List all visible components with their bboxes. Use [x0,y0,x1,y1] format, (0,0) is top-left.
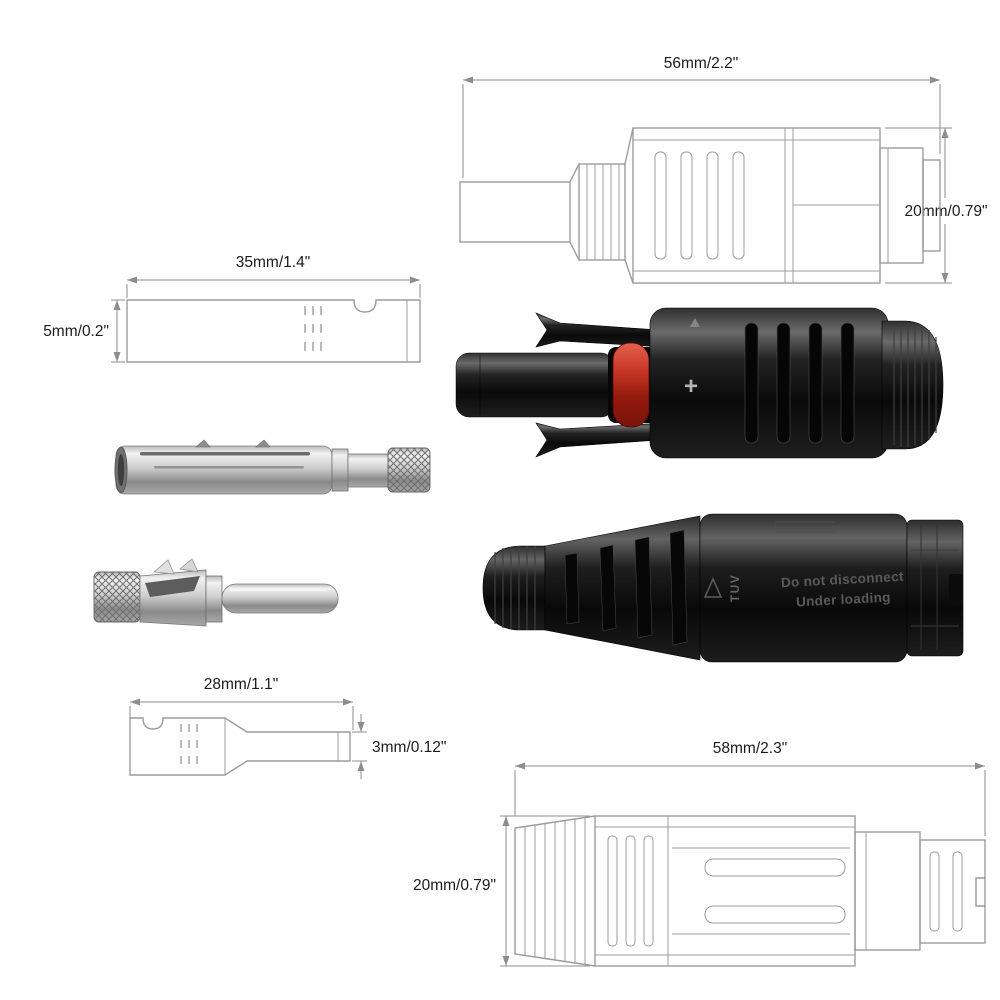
dimension-height-5mm: 5mm/0.2" [43,299,125,363]
figure-connector-bottom-drawing: 58mm/2.3" 20mm/0.79" [410,728,1000,990]
arrow-marking [690,318,700,327]
dimension-length-56mm: 56mm/2.2" [462,55,941,178]
cert-triangle-marking [703,577,723,598]
dimension-label-length: 58mm/2.3" [713,740,787,757]
dimension-length-35mm: 35mm/1.4" [126,254,421,298]
dimension-label-length: 56mm/2.2" [664,55,738,72]
connector-top-drawing-svg: 56mm/2.2" 20mm/0.79" [459,55,988,284]
dimension-label-height: 20mm/0.79" [413,877,496,894]
female-contact-body [114,439,431,495]
dimension-height-3mm: 3mm/0.12" [352,714,446,779]
o-ring [612,342,650,428]
dimension-height-20mm: 20mm/0.79" [413,815,590,967]
warning-marking-line1: Do not disconnect [781,569,905,590]
female-connector-svg: TUV Do not disconnect Under loading [482,513,964,663]
pin-shaft [221,583,339,614]
male-contact-body [93,558,339,627]
dimension-height-20mm: 20mm/0.79" [885,127,988,284]
cert-marking: TUV [728,574,742,603]
dimension-label-length: 28mm/1.1" [204,676,278,693]
fluted-cone [544,515,701,661]
pin28-outline [129,717,351,776]
connector-bottom-outline [514,815,986,967]
gland-nut [482,545,546,631]
male-contact-svg [93,558,339,627]
dimension-length-28mm: 28mm/1.1" [129,676,354,730]
pin35-outline [126,299,421,363]
male-connector-body: + [455,307,944,459]
pin35-drawing-svg: 35mm/1.4" 5mm/0.2" [43,254,421,363]
figure-connector-top-drawing: 56mm/2.2" 20mm/0.79" [455,48,1000,298]
polarity-marking: + [684,373,698,400]
male-connector-svg: + [455,307,944,459]
figure-male-contact-photo [88,556,353,641]
pin28-drawing-svg: 28mm/1.1" 3mm/0.12" [129,676,446,779]
dimension-label-length: 35mm/1.4" [236,254,310,271]
gland-nut [881,320,944,450]
figure-female-contact-photo [110,432,440,512]
connector-bottom-drawing-svg: 58mm/2.3" 20mm/0.79" [413,740,986,967]
female-contact-svg [114,439,431,495]
figure-pin28-drawing: 28mm/1.1" 3mm/0.12" [95,668,480,808]
figure-female-connector-photo: TUV Do not disconnect Under loading [475,500,970,675]
lance-tab [255,439,271,448]
dimension-length-58mm: 58mm/2.3" [514,740,986,836]
dimension-label-height: 5mm/0.2" [43,323,109,340]
dimension-label-height: 20mm/0.79" [904,203,987,220]
dimension-label-height: 3mm/0.12" [372,739,446,756]
female-connector-body: TUV Do not disconnect Under loading [482,513,964,663]
contact-slot [140,452,310,456]
figure-male-connector-photo: + [450,293,950,465]
figure-pin35-drawing: 35mm/1.4" 5mm/0.2" [35,243,445,383]
connector-top-outline [459,127,941,284]
lance-tab [195,439,211,448]
warning-marking-line2: Under loading [796,590,891,610]
